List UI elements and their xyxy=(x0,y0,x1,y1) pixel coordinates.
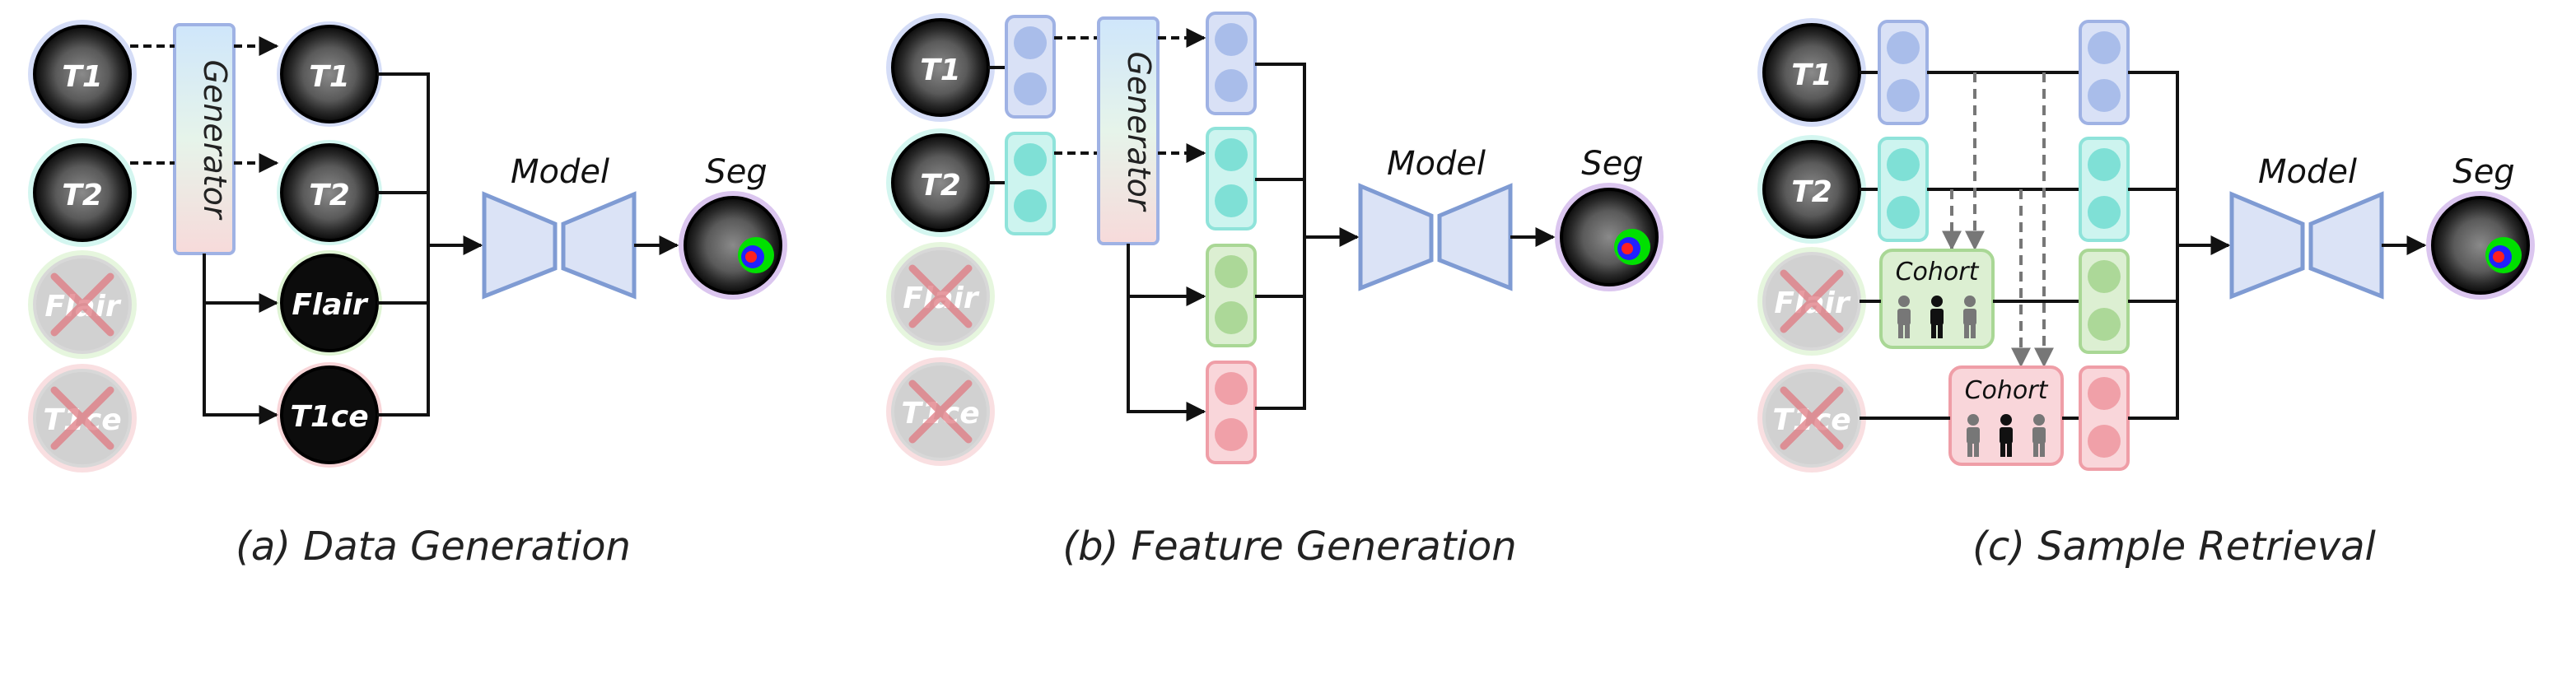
feature-t1-output xyxy=(2079,20,2130,125)
panel-sample-retrieval: T1 T2 Flair T1ce xyxy=(1757,18,2535,472)
brain-t2-input: T2 xyxy=(1757,135,1866,244)
person-icon xyxy=(1930,296,1944,338)
feature-t2-output xyxy=(2079,137,2130,242)
caption-data-generation: (a) Data Generation xyxy=(236,524,631,570)
feature-t2-input xyxy=(1878,137,1929,242)
model-label: Model xyxy=(1387,145,1486,183)
cohort-t1ce: Cohort xyxy=(1948,365,2064,466)
person-icon xyxy=(1897,296,1911,338)
brain-label: T2 xyxy=(62,179,103,212)
brain-label: Flair xyxy=(292,288,369,322)
caption-feature-generation: (b) Feature Generation xyxy=(1062,524,1516,570)
cross-icon xyxy=(908,379,973,444)
cohort-label: Cohort xyxy=(1965,376,2049,405)
brain-t2-input: T2 xyxy=(28,138,137,247)
feature-t1ce-generated xyxy=(1206,361,1257,464)
brain-label: T1 xyxy=(920,54,961,87)
feature-t1-input xyxy=(1878,20,1929,125)
feature-flair-generated xyxy=(1206,244,1257,347)
feature-t1-input xyxy=(1005,15,1056,119)
segmentation-output: Seg xyxy=(1555,145,1664,291)
generator-label: Generator xyxy=(1121,52,1157,212)
brain-label: T1 xyxy=(1791,58,1832,92)
feature-t2-generated xyxy=(1206,127,1257,230)
person-icon xyxy=(1967,414,1980,457)
panel-data-generation: T1 T2 Flair T1ce Generator xyxy=(28,20,787,472)
model-label: Model xyxy=(511,153,609,191)
cross-icon xyxy=(1780,269,1844,333)
brain-label: T2 xyxy=(1791,175,1832,209)
brain-t1-input: T1 xyxy=(1757,18,1866,127)
cohort-flair: Cohort xyxy=(1879,249,1995,349)
brain-label: T1 xyxy=(62,60,103,94)
generator-block: Generator xyxy=(173,23,236,255)
cross-icon xyxy=(908,264,973,328)
feature-flair-output xyxy=(2079,249,2130,354)
generator-block: Generator xyxy=(1097,16,1160,245)
brain-t1ce-generated: T1ce xyxy=(277,362,382,468)
brain-label: T2 xyxy=(920,169,961,202)
feature-t2-input xyxy=(1005,132,1056,235)
segmentation-output: Seg xyxy=(2426,153,2535,300)
model-block: Model xyxy=(2229,153,2384,300)
cross-icon xyxy=(50,386,114,450)
seg-label: Seg xyxy=(1581,145,1643,183)
brain-label: T2 xyxy=(309,179,350,212)
brain-label: T1 xyxy=(309,60,350,94)
cross-icon xyxy=(50,272,114,337)
brain-t2-input: T2 xyxy=(886,128,995,237)
brain-t1-generated: T1 xyxy=(277,21,382,127)
model-block: Model xyxy=(1358,145,1513,291)
person-icon xyxy=(1963,296,1976,338)
generator-label: Generator xyxy=(197,60,233,221)
segmentation-output: Seg xyxy=(679,153,787,300)
model-block: Model xyxy=(482,153,637,300)
brain-t1-input: T1 xyxy=(28,20,137,128)
cohort-label: Cohort xyxy=(1896,258,1980,286)
seg-label: Seg xyxy=(2452,153,2514,191)
caption-sample-retrieval: (c) Sample Retrieval xyxy=(1972,524,2376,570)
person-icon xyxy=(2000,414,2013,457)
cross-icon xyxy=(1780,386,1844,450)
brain-t1-input: T1 xyxy=(886,13,995,122)
brain-flair-generated: Flair xyxy=(277,250,382,356)
feature-t1-generated xyxy=(1206,12,1257,115)
seg-label: Seg xyxy=(705,153,767,191)
brain-label: T1ce xyxy=(290,400,368,434)
model-label: Model xyxy=(2258,153,2357,191)
panel-feature-generation: T1 T2 Flair T1ce xyxy=(886,12,1664,466)
person-icon xyxy=(2032,414,2046,457)
retrieval-arrows xyxy=(1942,72,2054,368)
brain-t2-generated: T2 xyxy=(277,140,382,245)
feature-t1ce-output xyxy=(2079,365,2130,471)
